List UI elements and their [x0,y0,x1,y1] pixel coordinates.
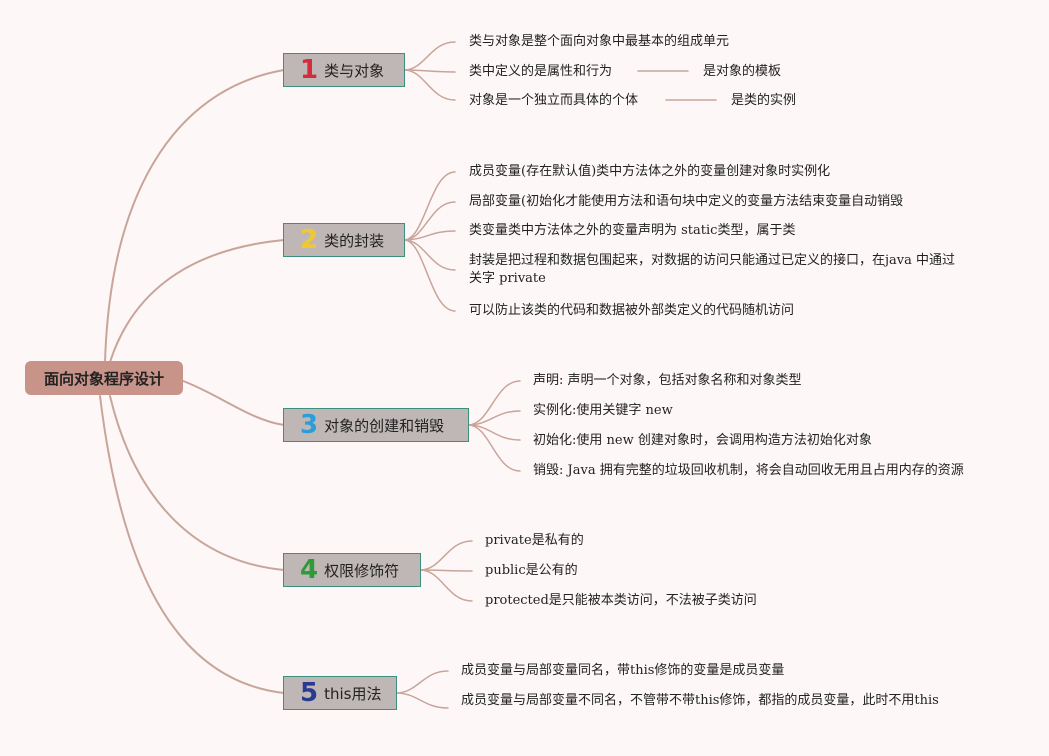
leaf-item: 初始化:使用 new 创建对象时，会调用构造方法初始化对象 [533,433,872,448]
leaf-note: 是类的实例 [731,93,797,108]
leaf-item: 成员变量与局部变量同名，带this修饰的变量是成员变量 [461,663,785,678]
branch-class-and-object[interactable]: 1 类与对象 [283,53,405,87]
leaf-item: 局部变量(初始化才能使用方法和语句块中定义的变量方法结束变量自动销毁 [469,194,904,209]
branch-class-encapsulation[interactable]: 2 类的封装 [283,223,405,257]
number-1-badge: 1 [300,55,319,85]
leaf-item: 类变量类中方法体之外的变量声明为 static类型，属于类 [469,223,796,238]
leaf-item: 对象是一个独立而具体的个体 [469,93,639,108]
leaf-item: protected是只能被本类访问，不法被子类访问 [485,593,757,608]
leaf-item: 类与对象是整个面向对象中最基本的组成单元 [469,34,730,49]
branch-access-modifiers[interactable]: 4 权限修饰符 [283,553,421,587]
root-node[interactable]: 面向对象程序设计 [25,361,183,395]
branch-label: 类与对象 [324,61,385,80]
leaf-item: 封装是把过程和数据包围起来，对数据的访问只能通过已定义的接口，在java 中通过… [469,253,956,286]
number-2-badge: 2 [300,225,319,255]
leaf-note: 是对象的模板 [703,64,782,79]
leaf-item: 销毁: Java 拥有完整的垃圾回收机制，将会自动回收无用且占用内存的资源 [533,463,964,478]
leaf-item: 成员变量与局部变量不同名，不管带不带this修饰，都指的成员变量，此时不用thi… [461,693,939,708]
branch-this-usage[interactable]: 5 this用法 [283,676,397,710]
branch-label: this用法 [324,684,382,703]
leaf-item: 声明: 声明一个对象，包括对象名称和对象类型 [533,373,802,388]
number-4-badge: 4 [300,555,319,585]
leaf-item: 成员变量(存在默认值)类中方法体之外的变量创建对象时实例化 [469,164,831,179]
leaf-item: 可以防止该类的代码和数据被外部类定义的代码随机访问 [469,303,795,318]
branch-object-create-destroy[interactable]: 3 对象的创建和销毁 [283,408,469,442]
leaf-item: private是私有的 [485,533,584,548]
leaf-item: 类中定义的是属性和行为 [469,64,613,79]
branch-label: 类的封装 [324,231,385,250]
number-3-badge: 3 [300,410,319,440]
number-5-badge: 5 [300,678,319,708]
leaf-item: 实例化:使用关键字 new [533,403,673,418]
leaf-item: public是公有的 [485,563,578,578]
branch-label: 对象的创建和销毁 [324,416,445,435]
branch-label: 权限修饰符 [324,561,400,580]
